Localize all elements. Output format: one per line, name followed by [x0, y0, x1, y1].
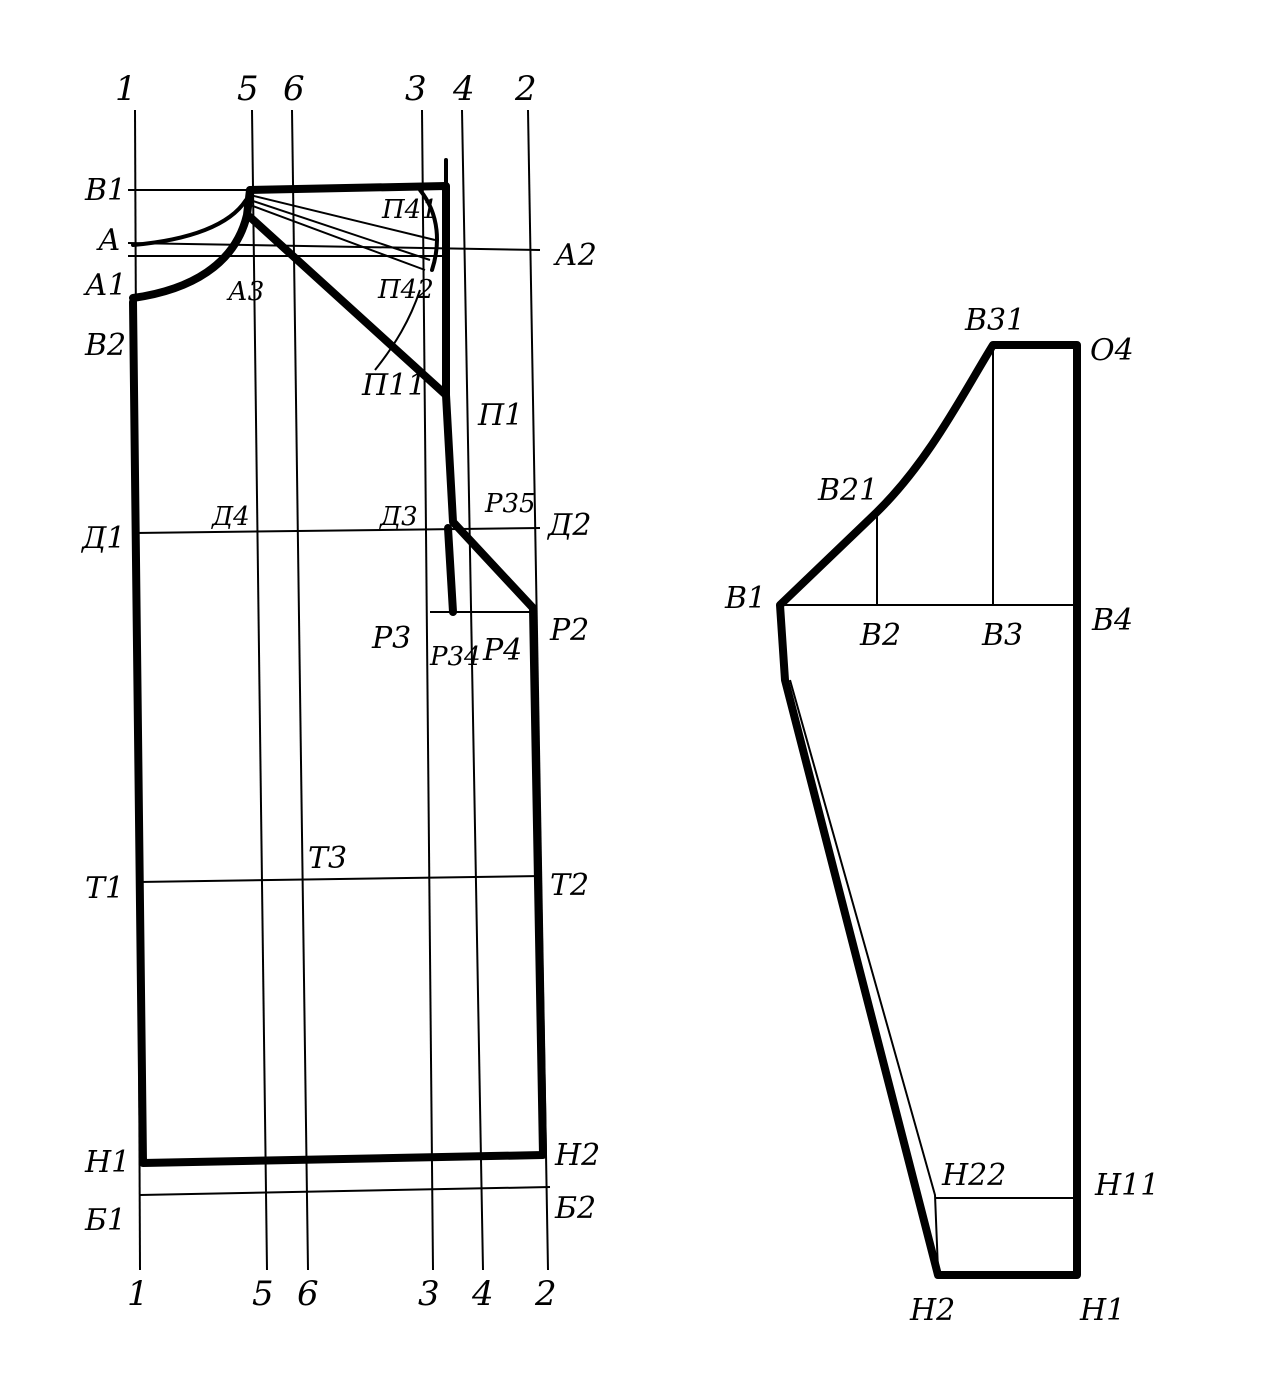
grid-top-label-5: 5 [237, 69, 259, 109]
label-b1-bot: Б1 [84, 1203, 126, 1238]
neck-curve [129, 186, 254, 302]
label-t1: Т1 [85, 871, 124, 906]
label-b1-right: В1 [724, 581, 766, 616]
grid-top-label-1: 1 [115, 69, 137, 109]
label-h2-left: Н2 [554, 1138, 600, 1173]
grid-bot-label-2: 2 [534, 1274, 557, 1314]
label-h1-left: Н1 [84, 1145, 130, 1180]
grid-bot-label-3: 3 [418, 1274, 440, 1314]
label-b1-top: В1 [84, 173, 126, 208]
label-b31: В31 [964, 303, 1025, 338]
label-p3: Р3 [371, 621, 411, 656]
label-p11: П11 [361, 368, 426, 403]
line-t1-t2 [137, 875, 543, 883]
label-b-left: В2 [84, 328, 126, 363]
label-b2-right: В2 [859, 618, 901, 653]
front-pattern: 1 5 6 3 4 2 1 5 6 3 4 2 В1 А А1 В2 А2 А3… [80, 69, 600, 1314]
line-b1-b2 [139, 1186, 551, 1196]
label-h22: Н22 [941, 1158, 1006, 1193]
label-a2: А2 [553, 238, 597, 273]
grid-line-5 [251, 109, 268, 1271]
label-a3: А3 [226, 277, 264, 307]
grid-line-3 [421, 109, 434, 1271]
label-p2: Р2 [549, 613, 589, 648]
label-h2-right: Н2 [909, 1293, 955, 1328]
grid-top-label-6: 6 [283, 69, 305, 109]
dart-line [444, 524, 457, 616]
label-b4-right: В4 [1091, 603, 1133, 638]
label-p42: П42 [377, 275, 434, 305]
label-d3: Д3 [379, 502, 418, 532]
line-d1-d2 [134, 527, 541, 534]
label-h1-right: Н1 [1079, 1293, 1125, 1328]
dart-ray-3 [249, 204, 426, 271]
neck-curve-upper [131, 198, 248, 247]
dart-ray-1 [249, 194, 436, 241]
side-pattern: В31 О4 В21 В1 В2 В3 В4 Н22 Н11 Н2 Н1 [724, 303, 1159, 1328]
dart-curve [418, 188, 439, 272]
label-a: А [96, 223, 121, 258]
label-d4: Д4 [211, 502, 250, 532]
grid-top-label-4: 4 [452, 69, 475, 109]
grid-bot-label-1: 1 [127, 1274, 149, 1314]
label-t2: Т2 [550, 868, 589, 903]
dart-ray-2 [249, 199, 431, 261]
side-inner-curve [789, 679, 939, 1271]
grid-top-label-2: 2 [514, 69, 537, 109]
label-d2: Д2 [546, 508, 591, 543]
grid-bot-label-6: 6 [297, 1274, 319, 1314]
grid-top-label-3: 3 [405, 69, 427, 109]
dart-leader [374, 289, 421, 371]
label-b3-right: В3 [981, 618, 1023, 653]
label-p41: П41 [381, 195, 438, 225]
grid-line-6 [291, 109, 309, 1271]
label-b21: В21 [817, 473, 878, 508]
side-outline [776, 341, 1081, 1279]
grid-bot-label-4: 4 [471, 1274, 494, 1314]
line-a-a2 [127, 242, 541, 251]
label-o4: О4 [1090, 333, 1134, 368]
label-p4: Р4 [482, 633, 522, 668]
label-p1: П1 [477, 398, 523, 433]
label-p35: Р35 [484, 489, 536, 519]
label-a1: А1 [83, 268, 127, 303]
label-p34: Р34 [429, 642, 481, 672]
label-t3: Т3 [308, 841, 347, 876]
grid-bot-label-5: 5 [252, 1274, 274, 1314]
shoulder-line [246, 213, 450, 399]
grid-line-4 [461, 109, 484, 1271]
label-h11: Н11 [1094, 1168, 1159, 1203]
label-b2-bot: Б2 [554, 1191, 596, 1226]
front-outline [129, 182, 547, 1167]
label-d1: Д1 [80, 521, 125, 556]
